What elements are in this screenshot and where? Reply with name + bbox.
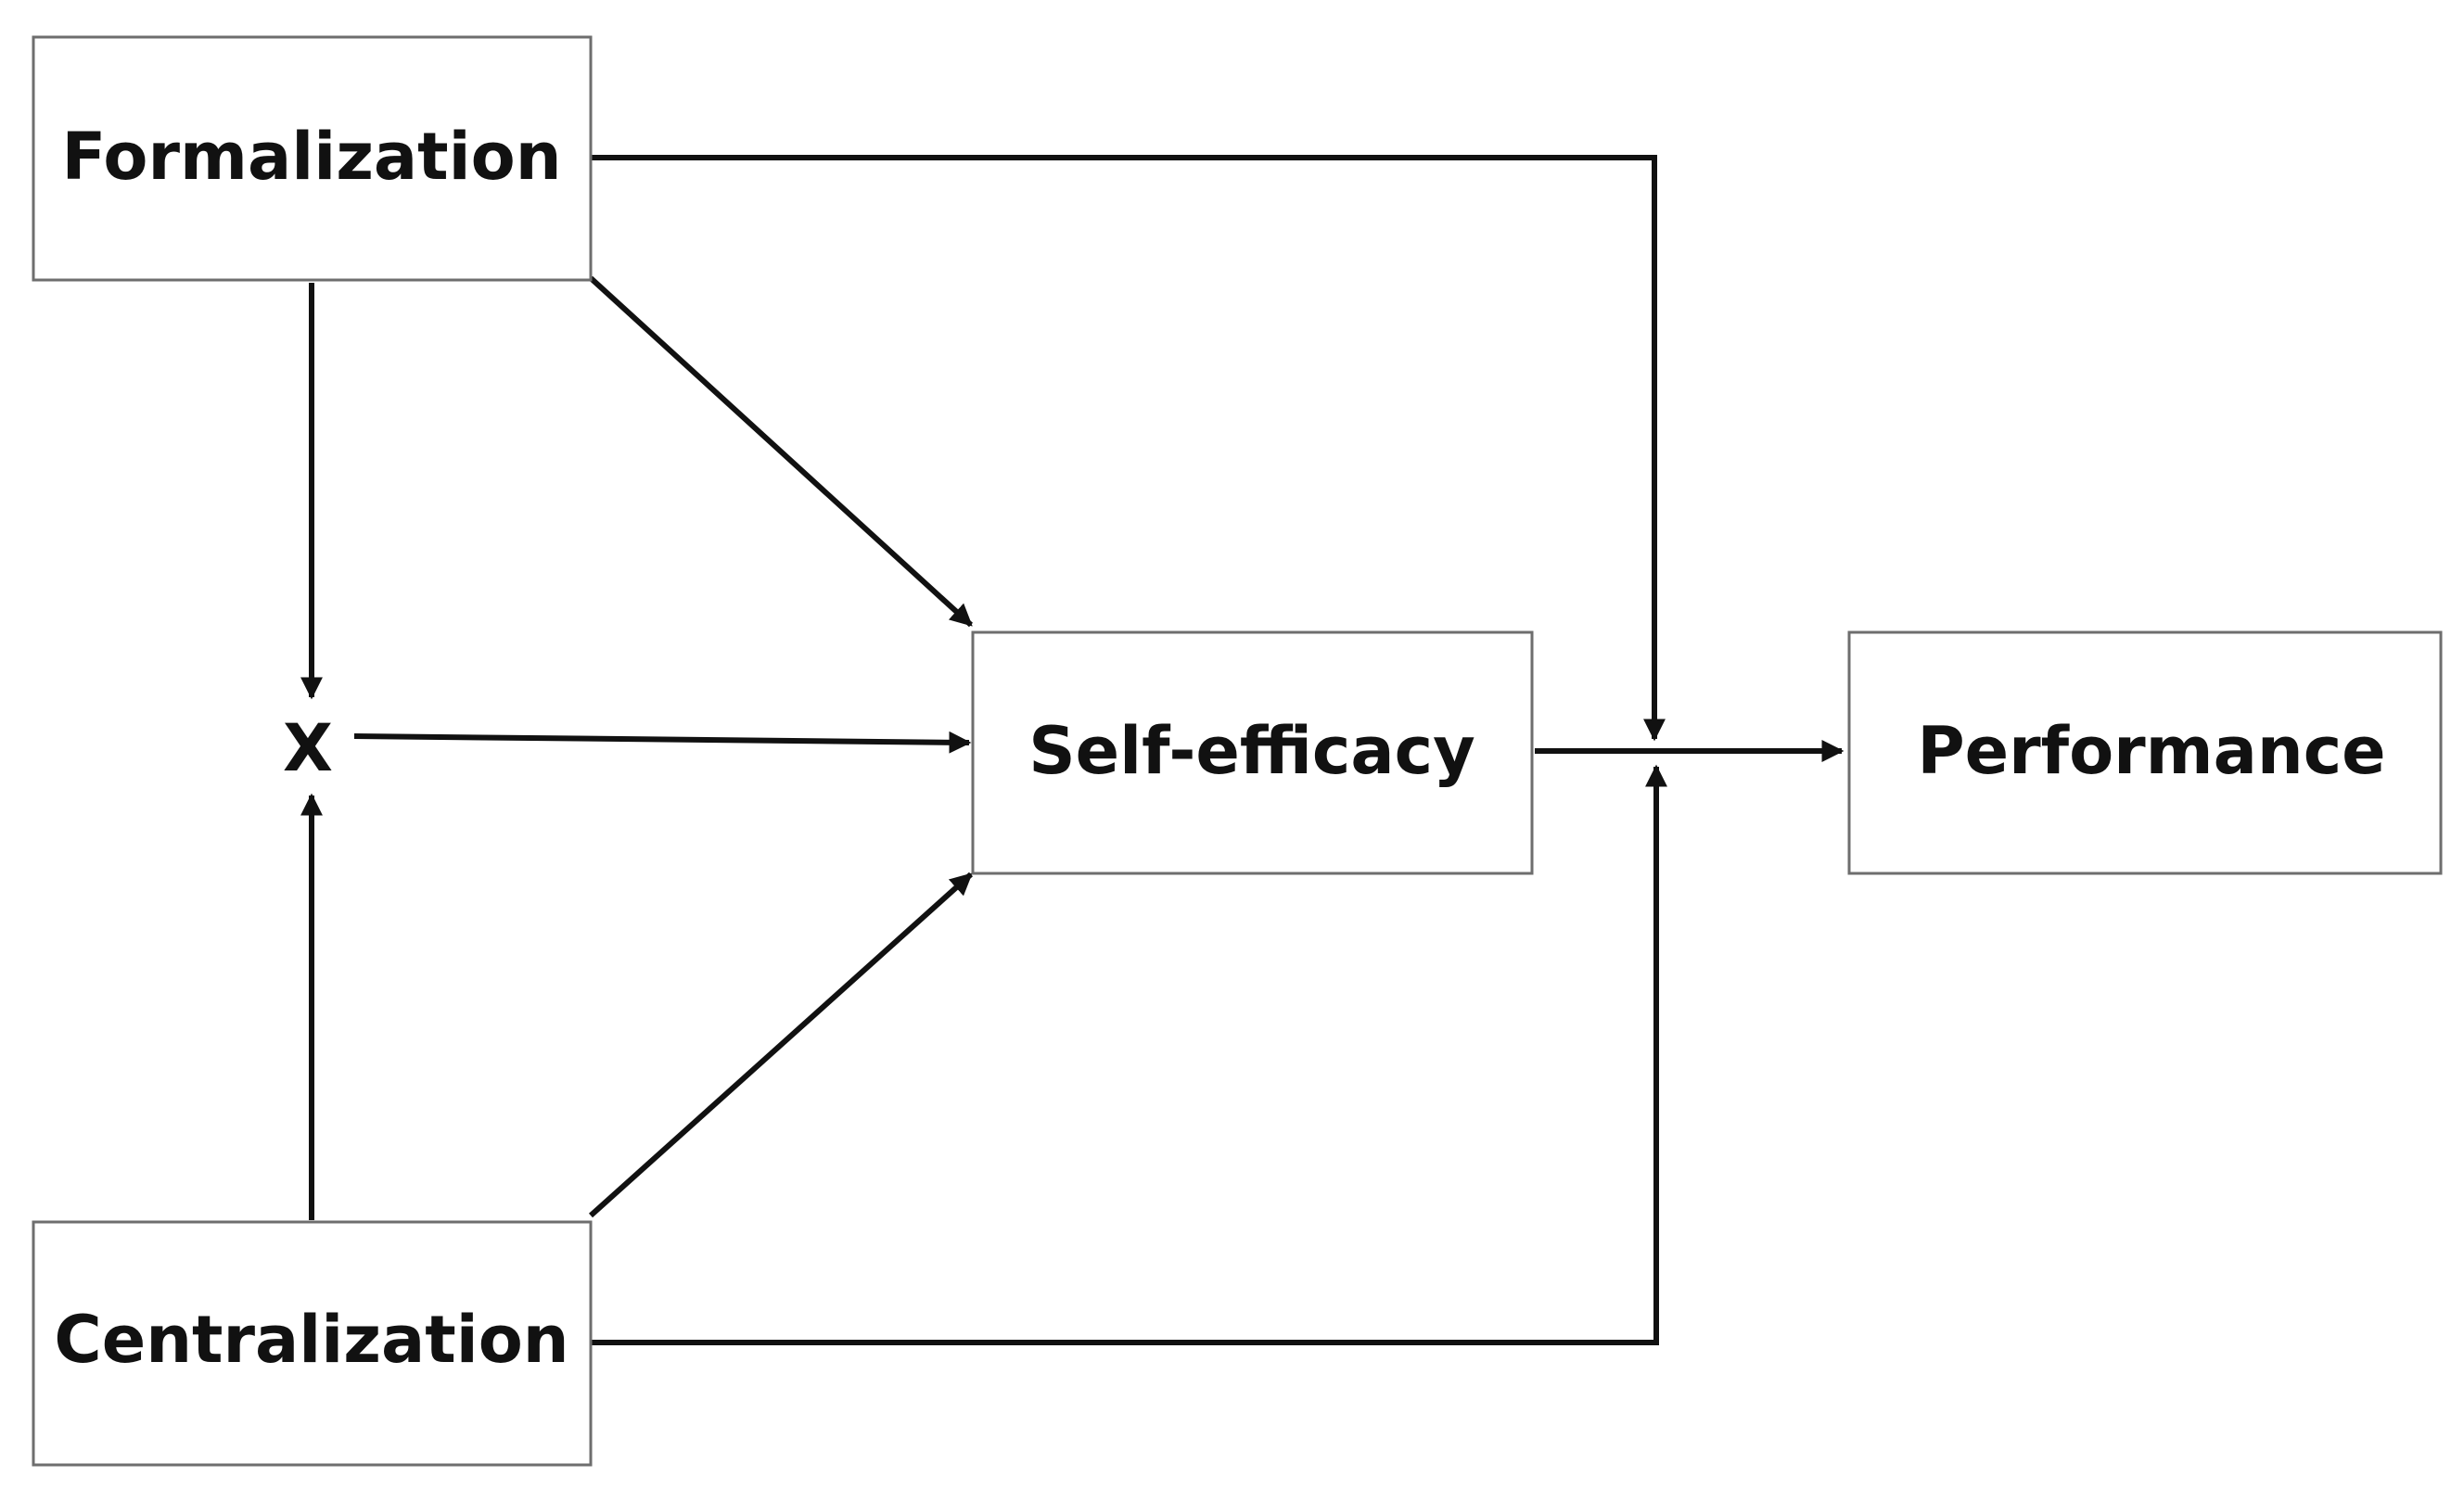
edge-centralization-moderation [591, 764, 1667, 1345]
centralization-box [32, 1220, 593, 1467]
self-efficacy-label: Self-efficacy [1028, 713, 1475, 789]
formalization-label: Formalization [61, 119, 561, 195]
performance-box [1847, 630, 2443, 875]
formalization-box [32, 35, 593, 282]
edge-x-to-self-efficacy [353, 731, 972, 754]
edge-formalization-to-self-efficacy [588, 275, 974, 628]
centralization-label: Centralization [54, 1302, 568, 1378]
edge-formalization-moderation [591, 155, 1666, 742]
node-performance: Performance [1847, 630, 2443, 875]
node-interaction: X [283, 710, 333, 786]
edges-group [300, 155, 1845, 1345]
self-efficacy-box [971, 630, 1534, 875]
node-centralization: Centralization [32, 1220, 593, 1467]
edge-centralization-to-self-efficacy [588, 872, 974, 1218]
performance-label: Performance [1917, 713, 2385, 789]
node-self-efficacy: Self-efficacy [971, 630, 1534, 875]
interaction-label: X [283, 710, 333, 786]
node-formalization: Formalization [32, 35, 593, 282]
